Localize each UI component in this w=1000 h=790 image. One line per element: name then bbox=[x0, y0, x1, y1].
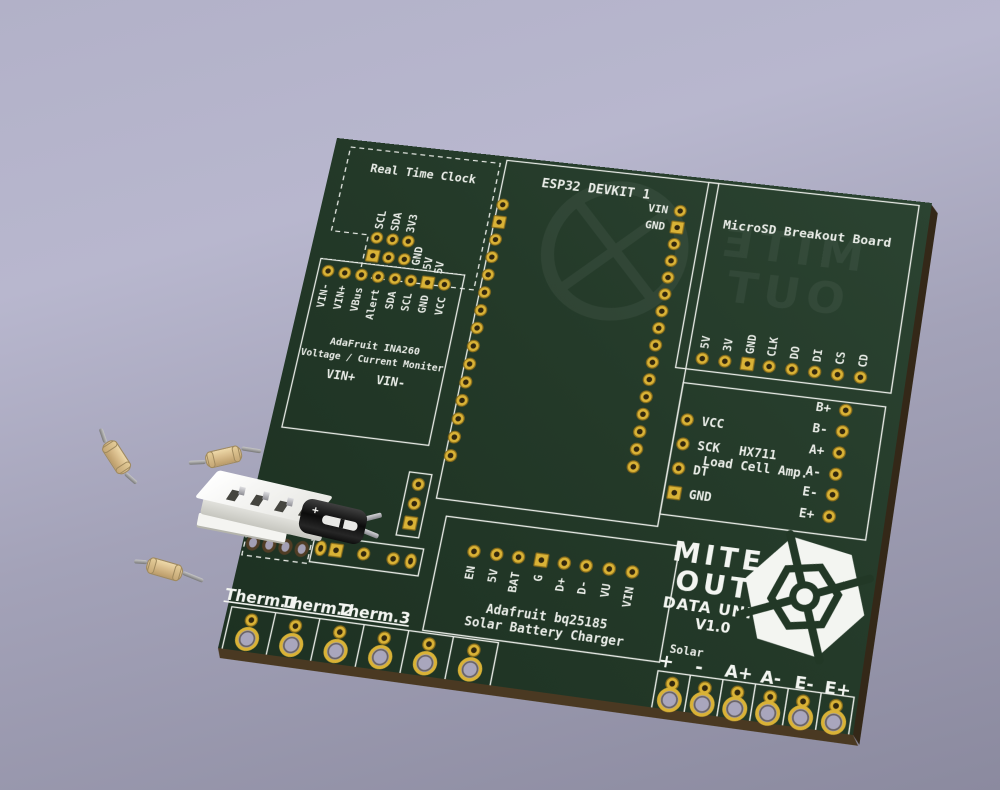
rtc-pin-label: GND bbox=[410, 246, 427, 266]
terminal-label: E+ bbox=[823, 677, 853, 701]
capacitor-component: + bbox=[296, 497, 386, 556]
microsd-pin-label: CS bbox=[833, 351, 848, 366]
hx711-pin-label: DT bbox=[692, 463, 710, 479]
ina260-vinplus-label: VIN+ bbox=[325, 367, 357, 384]
microsd-pin-label: CD bbox=[856, 354, 871, 369]
bq25185-pin-label: 5V bbox=[485, 568, 501, 584]
resistor-lead bbox=[98, 427, 108, 443]
microsd-pin-label: DO bbox=[788, 346, 803, 361]
pcb-board: MITE OUT Real Time Clock SCL SDA 3V3 GND… bbox=[215, 138, 941, 747]
resistor-body bbox=[99, 436, 135, 478]
terminal-label: + bbox=[657, 649, 676, 673]
rtc-pin-label: SDA bbox=[388, 211, 405, 232]
resistor-lead bbox=[181, 570, 204, 583]
capacitor-body: + bbox=[296, 497, 370, 546]
hx711-pin-label: GND bbox=[688, 488, 713, 505]
microsd-pin-label: DI bbox=[811, 348, 826, 363]
board-face: MITE OUT Real Time Clock SCL SDA 3V3 GND… bbox=[215, 138, 939, 746]
terminal-label: A+ bbox=[723, 660, 754, 684]
resistor-component bbox=[91, 424, 144, 490]
resistor-body bbox=[203, 443, 244, 469]
resistor-lead bbox=[134, 559, 147, 565]
hx711-pin-label: VCC bbox=[700, 415, 725, 432]
hx711-pin-label: E+ bbox=[798, 506, 816, 522]
ina260-pin-label: GND bbox=[416, 294, 432, 314]
bq25185-pin-label: EN bbox=[463, 565, 479, 580]
bq25185-pin-label: G bbox=[531, 574, 546, 583]
bq25185-pin-label: VIN bbox=[620, 586, 637, 609]
bq25185-pin-label: D- bbox=[575, 580, 591, 596]
esp32-pin-label: VIN bbox=[647, 202, 669, 216]
ina260-pin-label: VBus bbox=[349, 287, 366, 313]
hx711-pin-label: SCK bbox=[696, 439, 721, 456]
logo-line4: V1.0 bbox=[694, 616, 732, 636]
esp32-pin-label: GND bbox=[644, 219, 666, 233]
capacitor-polarity-mark: + bbox=[310, 503, 321, 518]
resistor-component bbox=[132, 550, 207, 589]
bq25185-pin-label: VU bbox=[598, 583, 614, 599]
microsd-pin-label: 3V bbox=[721, 338, 736, 353]
ina260-vinminus-label: VIN- bbox=[375, 373, 407, 390]
rtc-pin-label: 3V3 bbox=[404, 213, 421, 233]
ina260-pin-label: SCL bbox=[400, 292, 416, 312]
ina260-pin-label: VIN+ bbox=[332, 285, 349, 311]
ina260-pin-label: SDA bbox=[384, 291, 400, 311]
terminal-label: E- bbox=[793, 672, 815, 695]
solar-label: Solar bbox=[668, 643, 704, 660]
resistor-lead bbox=[124, 472, 138, 485]
resistor-component bbox=[187, 438, 264, 474]
hx711-pin-label: A- bbox=[805, 464, 822, 480]
hx711-pin-label: A+ bbox=[808, 442, 826, 458]
microsd-pin-label: GND bbox=[743, 334, 759, 355]
resistor-body bbox=[144, 555, 185, 582]
terminal-label: - bbox=[694, 655, 705, 678]
rtc-pin-label: 5V bbox=[421, 256, 436, 270]
mite-logo-hexagon-icon bbox=[730, 525, 879, 669]
bq25185-pin-label: D+ bbox=[553, 577, 569, 593]
ina260-pin-label: VCC bbox=[433, 296, 449, 316]
ina260-pin-label: VIN- bbox=[315, 283, 332, 309]
hx711-pin-label: B+ bbox=[815, 400, 832, 416]
hx711-pin-label: E- bbox=[801, 484, 818, 500]
terminal-label: A- bbox=[759, 666, 783, 689]
hx711-pin-label: B- bbox=[811, 421, 828, 437]
microsd-pin-label: 5V bbox=[698, 335, 713, 350]
bq25185-pin-label: BAT bbox=[506, 571, 523, 593]
power-terminals: Solar + - A+ A- E- E+ bbox=[650, 643, 858, 735]
rtc-pin-label: SCL bbox=[373, 210, 390, 230]
hx711-title1: HX711 bbox=[738, 444, 778, 463]
resistor-lead bbox=[188, 460, 206, 465]
microsd-pin-label: CLK bbox=[765, 336, 782, 358]
resistor-lead bbox=[240, 446, 262, 454]
